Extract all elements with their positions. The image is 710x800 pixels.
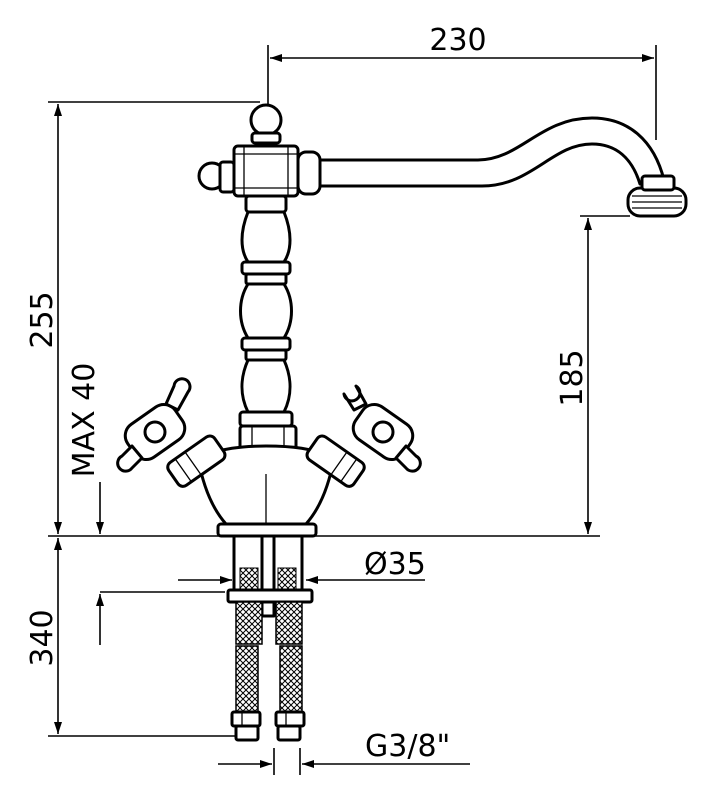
body-column [238,194,298,452]
top-finial [197,103,322,198]
hose-length-label: 340 [25,609,60,666]
dimension-lines [48,45,657,775]
under-deck-assembly [226,534,314,742]
reach-label: 230 [429,23,486,58]
dimension-labels: 230 255 185 MAX 40 340 Ø35 G3/8" [25,23,590,764]
spout [316,116,688,218]
right-cross-handle [305,384,422,488]
diameter-label: Ø35 [364,547,426,582]
total-height-label: 255 [25,291,60,348]
thread-label: G3/8" [365,729,450,764]
left-cross-handle [116,377,227,488]
max-deck-label: MAX 40 [67,363,102,478]
spout-height-label: 185 [555,349,590,406]
mixer-body [196,444,336,540]
